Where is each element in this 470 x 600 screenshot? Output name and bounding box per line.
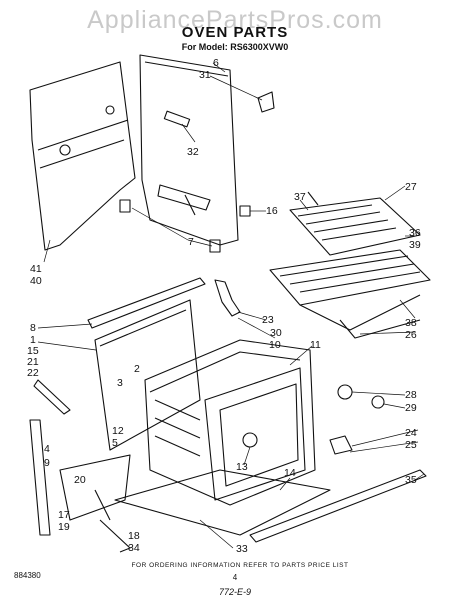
callout: 28: [405, 389, 417, 401]
callout: 29: [405, 402, 417, 414]
watermark: AppliancePartsPros.com: [87, 6, 383, 34]
callout: 36: [409, 227, 421, 239]
insulation-panel-shape: [29, 61, 136, 251]
callout: 35: [405, 474, 417, 486]
callout: 18: [128, 530, 140, 542]
diagram-code: 884380: [14, 571, 41, 580]
callout: 38: [405, 317, 417, 329]
page-number: 4: [232, 573, 238, 582]
callout: 31: [199, 69, 211, 81]
callout: 19: [58, 521, 70, 533]
callout: 26: [405, 329, 417, 341]
callout: 24: [405, 427, 417, 439]
callout: 22: [27, 367, 39, 379]
callout: 37: [294, 191, 306, 203]
callout: 30: [270, 327, 282, 339]
callout: 6: [213, 57, 219, 69]
callout: 4: [44, 443, 50, 455]
model-number: For Model: RS6300XVW0: [181, 42, 289, 52]
callout: 34: [128, 542, 140, 554]
callout: 41: [30, 263, 42, 275]
callout: 1: [30, 334, 36, 346]
callout: 32: [187, 146, 199, 158]
callout: 13: [236, 461, 248, 473]
callout: 5: [112, 437, 118, 449]
diagram-title: OVEN PARTS: [181, 24, 289, 41]
callout: 17: [58, 509, 70, 521]
ordering-note: FOR ORDERING INFORMATION REFER TO PARTS …: [131, 562, 349, 569]
callout: 7: [188, 236, 194, 248]
callout: 39: [409, 239, 421, 251]
revision-code: 772-E-9: [218, 587, 252, 597]
callout: 16: [266, 205, 278, 217]
callout: 21: [27, 356, 39, 368]
callout: 10: [269, 339, 281, 351]
callout: 20: [74, 474, 86, 486]
callout: 8: [30, 322, 36, 334]
callout: 9: [44, 457, 50, 469]
callout: 40: [30, 275, 42, 287]
oven-cavity-shape: [144, 339, 316, 506]
callout: 33: [236, 543, 248, 555]
callout: 11: [310, 339, 321, 351]
callout: 14: [284, 467, 296, 479]
callout: 12: [112, 425, 124, 437]
callout: 23: [262, 314, 274, 326]
callout: 2: [134, 363, 140, 375]
callout: 27: [405, 181, 417, 193]
callout: 25: [405, 439, 417, 451]
callout: 15: [27, 345, 39, 357]
callout: 3: [117, 377, 123, 389]
